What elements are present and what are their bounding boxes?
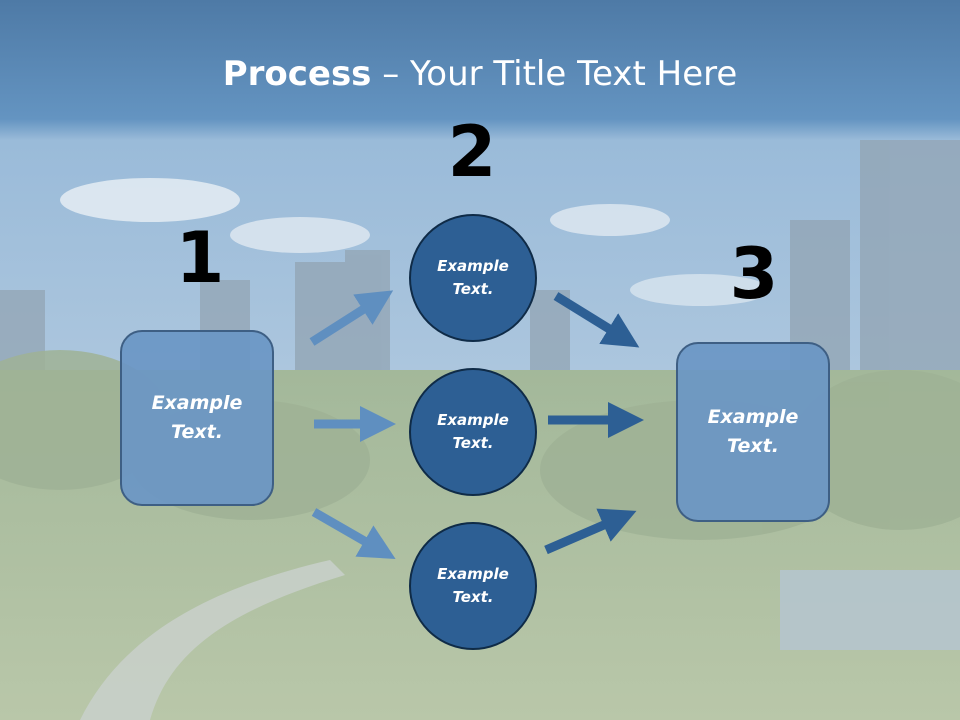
step-2-circle-middle: Example Text. bbox=[409, 368, 537, 496]
arrow-1-to-top bbox=[309, 290, 394, 346]
step-1-box: Example Text. bbox=[120, 330, 274, 506]
arrow-bottom-to-3 bbox=[544, 508, 637, 555]
step-1-label: Example Text. bbox=[151, 392, 243, 443]
step-2-circle-bottom: Example Text. bbox=[409, 522, 537, 650]
header-band bbox=[0, 0, 960, 140]
arrow-top-to-3 bbox=[553, 292, 640, 348]
step-2-label-middle: Example Text. bbox=[437, 411, 509, 452]
title-rest: – Your Title Text Here bbox=[371, 54, 738, 94]
step-2-label-top: Example Text. bbox=[437, 257, 509, 298]
arrow-1-to-bottom bbox=[311, 508, 396, 559]
step-3-label: Example Text. bbox=[707, 406, 799, 457]
step-2-label-bottom: Example Text. bbox=[437, 565, 509, 606]
step-2-number: 2 bbox=[447, 111, 497, 193]
step-1-number: 1 bbox=[175, 217, 225, 299]
title-bold: Process bbox=[222, 54, 372, 94]
step-3-number: 3 bbox=[729, 233, 779, 315]
step-2-circle-top: Example Text. bbox=[409, 214, 537, 342]
step-3-box: Example Text. bbox=[676, 342, 830, 522]
page-title: Process – Your Title Text Here bbox=[0, 52, 960, 96]
